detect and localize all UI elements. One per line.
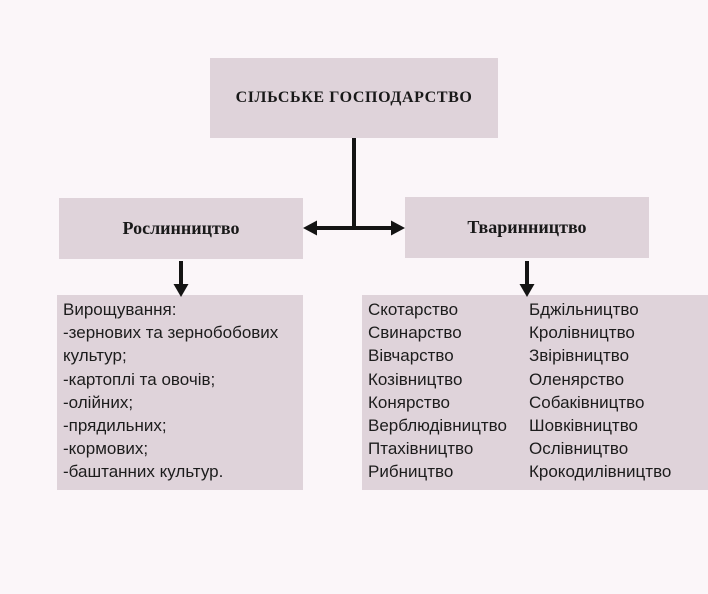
branch-node-label: Рослинництво	[122, 218, 240, 238]
list-item: Крокодилівництво	[529, 462, 672, 482]
list-item: -зернових та зернобобових культур;	[63, 323, 279, 366]
arrowhead-right-icon	[391, 220, 405, 236]
list-item: Собаківництво	[529, 392, 645, 412]
branch-node-crop-production: Рослинництво	[59, 198, 303, 259]
root-node-agriculture: СІЛЬСЬКЕ ГОСПОДАРСТВО	[210, 58, 498, 138]
branch-node-label: Тваринництво	[467, 217, 587, 237]
list-item: Конярство	[368, 392, 450, 412]
arrowhead-left-icon	[303, 220, 317, 236]
list-item: -олійних;	[63, 392, 134, 412]
list-item: Оленярство	[529, 369, 625, 389]
list-item: -кормових;	[63, 439, 149, 459]
list-item: Свинарство	[368, 323, 462, 343]
list-item: Вівчарство	[368, 346, 454, 366]
list-item: Звірівництво	[529, 346, 630, 366]
list-item: -картоплі та овочів;	[63, 369, 216, 389]
root-node-label: СІЛЬСЬКЕ ГОСПОДАРСТВО	[235, 89, 473, 106]
list-item: Шовківництво	[529, 416, 639, 436]
branch-node-animal-husbandry: Тваринництво	[405, 197, 649, 258]
list-item: Скотарство	[368, 300, 459, 319]
crop-production-list: Вирощування: -зернових та зернобобових ку…	[57, 295, 303, 490]
list-item: Кролівництво	[529, 323, 635, 343]
list-item: Рибництво	[368, 462, 454, 482]
list-item: Козівництво	[368, 369, 463, 389]
list-item: Верблюдівництво	[368, 416, 507, 436]
list-item: -баштанних культур.	[63, 462, 224, 482]
list-item: -прядильних;	[63, 416, 167, 436]
list-item: Бджільництво	[529, 300, 639, 319]
list-item: Птахівництво	[368, 439, 474, 459]
list-item: Вирощування:	[63, 300, 177, 319]
list-item: Ослівництво	[529, 439, 629, 459]
